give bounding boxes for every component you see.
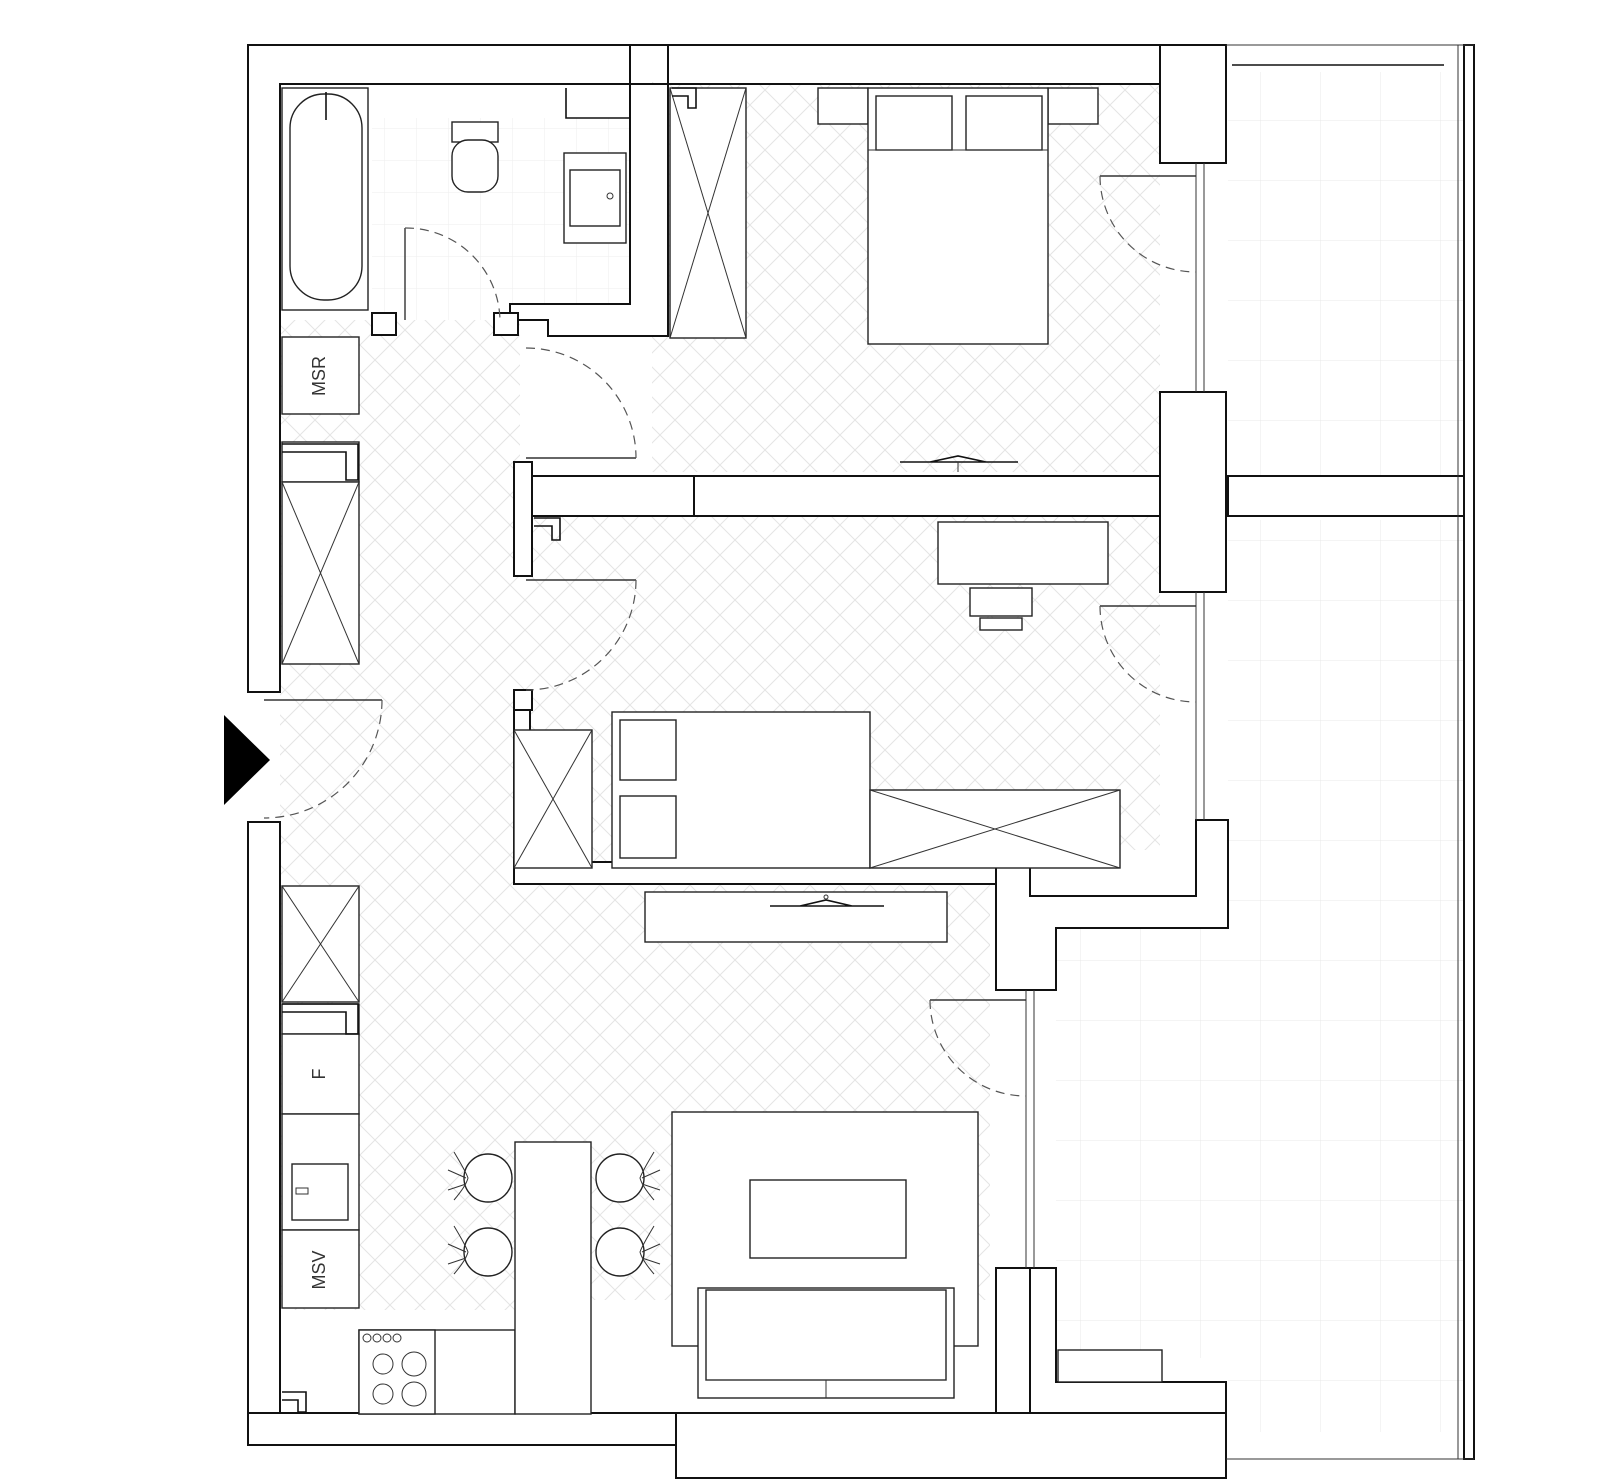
- msr-label: MSR: [309, 356, 329, 396]
- bedroom-door-swing: [525, 347, 637, 459]
- bathroom-door-stub-right: [493, 312, 519, 336]
- chair-left-1: [463, 1153, 513, 1203]
- outer-column-top-right: [1159, 44, 1227, 164]
- hall-wardrobe-upper: [281, 441, 360, 483]
- dining-chairs: [447, 1151, 661, 1277]
- study-balcony-door-swing: [1099, 605, 1197, 703]
- living-room: [644, 891, 1163, 1399]
- sofa-seat: [705, 1289, 947, 1381]
- entrance-triangle-icon: [224, 715, 270, 805]
- study: [513, 521, 1121, 869]
- outer-column-mid-right: [1159, 391, 1227, 593]
- wall-living-right: [995, 1267, 1031, 1414]
- outer-walls: [247, 44, 1475, 1479]
- tv-stand-dot: [823, 894, 829, 900]
- bedroom-wardrobe-cross-b: [669, 87, 747, 339]
- chair-left-2-legs: [447, 1225, 469, 1275]
- balcony-tiles-living: [1056, 928, 1228, 1358]
- hob-knob-2: [372, 1333, 382, 1343]
- shower-inner: [569, 169, 621, 227]
- kitchen-sink: [291, 1163, 349, 1221]
- balcony-outer-rail: [1463, 44, 1475, 1460]
- msv-cabinet: [281, 1229, 360, 1309]
- bedside-left: [817, 87, 869, 125]
- glazing: [1025, 163, 1205, 1268]
- chair-left-1-legs: [447, 1151, 469, 1201]
- hob-knob-1: [362, 1333, 372, 1343]
- kitchen-island: [514, 1141, 592, 1415]
- niches: [282, 87, 697, 1413]
- bathroom-door-stub-left: [371, 312, 397, 336]
- desk-chair: [969, 587, 1033, 617]
- niche-study: [534, 517, 561, 541]
- chair-right-1: [595, 1153, 645, 1203]
- balcony-bench: [1057, 1349, 1163, 1383]
- pillow-right: [965, 95, 1043, 151]
- living-balcony-door-swing: [929, 999, 1027, 1097]
- balcony-divider-wall: [1227, 475, 1473, 517]
- tv-unit: [644, 891, 948, 943]
- study-wardrobe2-cross-b: [869, 789, 1121, 869]
- balcony-tiles-lower: [1228, 520, 1464, 1432]
- hob-knob-3: [382, 1333, 392, 1343]
- doors: [263, 175, 1197, 1097]
- outer-wall-step: [995, 819, 1229, 991]
- hob-ring-3: [372, 1383, 394, 1405]
- study-door-swing: [525, 579, 637, 691]
- msv-label: MSV: [309, 1250, 329, 1289]
- single-bed-pillow-2: [619, 795, 677, 859]
- hall-shelf: [281, 1003, 360, 1035]
- hob-ring-1: [372, 1353, 394, 1375]
- outer-wall-bottom: [247, 1412, 677, 1446]
- outer-wall-bottom-right: [675, 1412, 1227, 1479]
- bathroom-door-swing: [404, 227, 501, 321]
- bathroom-wall-niche: [565, 88, 630, 119]
- hob-knob-4: [392, 1333, 402, 1343]
- tv-icon: [900, 455, 1018, 463]
- bathroom-wall: [509, 83, 669, 337]
- niche-hall-lower: [282, 1003, 359, 1035]
- desk: [937, 521, 1109, 585]
- outer-wall-left-lower: [247, 821, 281, 1446]
- niche-kitchen-corner: [282, 1391, 307, 1413]
- tv-icon: [770, 899, 884, 907]
- pillow-left: [875, 95, 953, 151]
- wall-living-balcony-bottom: [1029, 1267, 1227, 1414]
- sink-tap: [295, 1187, 309, 1195]
- coffee-table: [749, 1179, 907, 1259]
- msr-cabinet: [281, 336, 360, 415]
- toilet-cistern: [451, 121, 499, 143]
- bedroom-wall-end: [513, 475, 695, 517]
- toilet-bowl: [451, 139, 499, 193]
- single-bed-pillow-1: [619, 719, 677, 781]
- kitchen: F MSV: [281, 1033, 592, 1415]
- hall-pillar-lower: [513, 689, 533, 711]
- hall-storage: MSR: [281, 336, 360, 1035]
- chair-right-2-legs: [639, 1225, 661, 1275]
- wardrobe-cross-d: [281, 885, 360, 1003]
- shower-drain: [606, 192, 614, 200]
- desk-chair-base: [979, 617, 1023, 631]
- balcony-tiles-upper: [1228, 72, 1464, 476]
- bedroom: [669, 87, 1099, 472]
- hob-ring-4: [401, 1381, 427, 1407]
- bedroom-balcony-door-swing: [1099, 175, 1197, 273]
- hob-ring-2: [401, 1351, 427, 1377]
- bathroom: [281, 87, 630, 311]
- chair-right-2: [595, 1227, 645, 1277]
- bathtub-basin: [289, 93, 363, 301]
- wardrobe-cross-b: [281, 481, 360, 665]
- chair-right-1-legs: [639, 1151, 661, 1201]
- entrance-door-swing: [263, 699, 383, 819]
- niche-hall-upper: [282, 443, 359, 481]
- hall-pillar-upper: [513, 461, 533, 577]
- fridge-label: F: [309, 1069, 329, 1080]
- chair-left-2: [463, 1227, 513, 1277]
- bedside-right: [1047, 87, 1099, 125]
- study-wardrobe-cross-b: [513, 729, 593, 869]
- niche-bedroom: [672, 87, 697, 109]
